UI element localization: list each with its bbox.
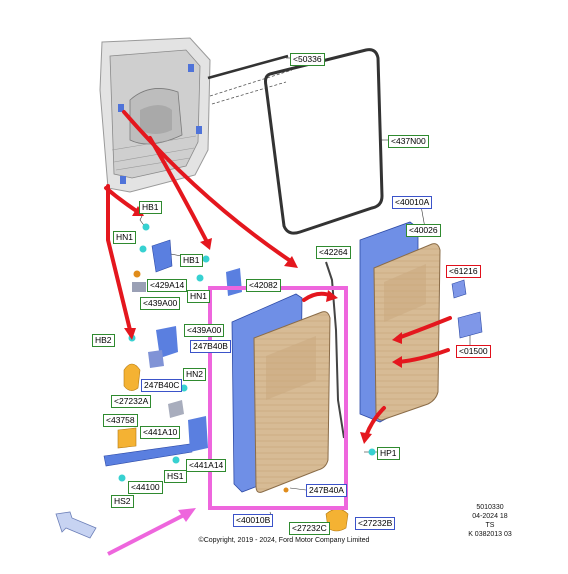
label-40026[interactable]: <40026 — [406, 224, 441, 237]
label-247B40B[interactable]: 247B40B — [190, 340, 231, 353]
label-27232C[interactable]: <27232C — [289, 522, 330, 535]
meta-line-2: 04-2024 18 — [472, 513, 508, 520]
label-27232A[interactable]: <27232A — [111, 395, 152, 408]
van-body-shell — [99, 37, 211, 193]
view-direction-arrow — [55, 511, 97, 539]
label-hn1[interactable]: HN1 — [113, 231, 137, 244]
meta-line-3: TS — [485, 522, 495, 529]
label-44100[interactable]: <44100 — [128, 481, 163, 494]
label-441A10[interactable]: <441A10 — [140, 426, 181, 439]
label-441A14[interactable]: <441A14 — [186, 459, 227, 472]
door-seal-437N00 — [264, 48, 384, 235]
label-247B40C[interactable]: 247B40C — [141, 379, 183, 392]
label-hs2[interactable]: HS2 — [111, 495, 134, 508]
label-42082[interactable]: <42082 — [246, 279, 281, 292]
label-437N00[interactable]: <437N00 — [388, 135, 429, 148]
label-01500[interactable]: <01500 — [456, 345, 491, 358]
label-40010B[interactable]: <40010B — [233, 514, 274, 527]
label-61216[interactable]: <61216 — [446, 265, 481, 278]
label-43758[interactable]: <43758 — [103, 414, 138, 427]
drawing-number: 5010330 04-2024 18 TS K 0382013 03 — [460, 503, 520, 539]
door-assembly-40010A — [359, 221, 441, 423]
label-hp1[interactable]: HP1 — [377, 447, 400, 460]
label-429A14[interactable]: <429A14 — [147, 279, 188, 292]
seal-strip-50336 — [207, 54, 293, 105]
copyright-text: ©Copyright, 2019 - 2024, Ford Motor Comp… — [198, 537, 370, 544]
label-439A00[interactable]: <439A00 — [140, 297, 181, 310]
door-assembly-40010B — [231, 293, 331, 493]
label-42264[interactable]: <42264 — [316, 246, 351, 259]
label-hn2[interactable]: HN2 — [183, 368, 207, 381]
meta-line-1: 5010330 — [476, 504, 504, 511]
meta-line-4: K 0382013 03 — [468, 531, 512, 538]
magenta-pointer-arrow — [107, 508, 196, 556]
label-40010A[interactable]: <40010A — [392, 196, 433, 209]
check-strap-42264 — [325, 261, 345, 439]
label-hs1[interactable]: HS1 — [164, 470, 187, 483]
label-50336[interactable]: <50336 — [290, 53, 325, 66]
hardware-parts — [103, 223, 483, 532]
label-hb1-b[interactable]: HB1 — [180, 254, 203, 267]
label-247B40A[interactable]: 247B40A — [306, 484, 347, 497]
label-27232B[interactable]: <27232B — [355, 517, 396, 530]
label-hn1-b[interactable]: HN1 — [187, 290, 211, 303]
label-hb1[interactable]: HB1 — [139, 201, 162, 214]
label-hb2[interactable]: HB2 — [92, 334, 115, 347]
label-439A00-b[interactable]: <439A00 — [184, 324, 225, 337]
